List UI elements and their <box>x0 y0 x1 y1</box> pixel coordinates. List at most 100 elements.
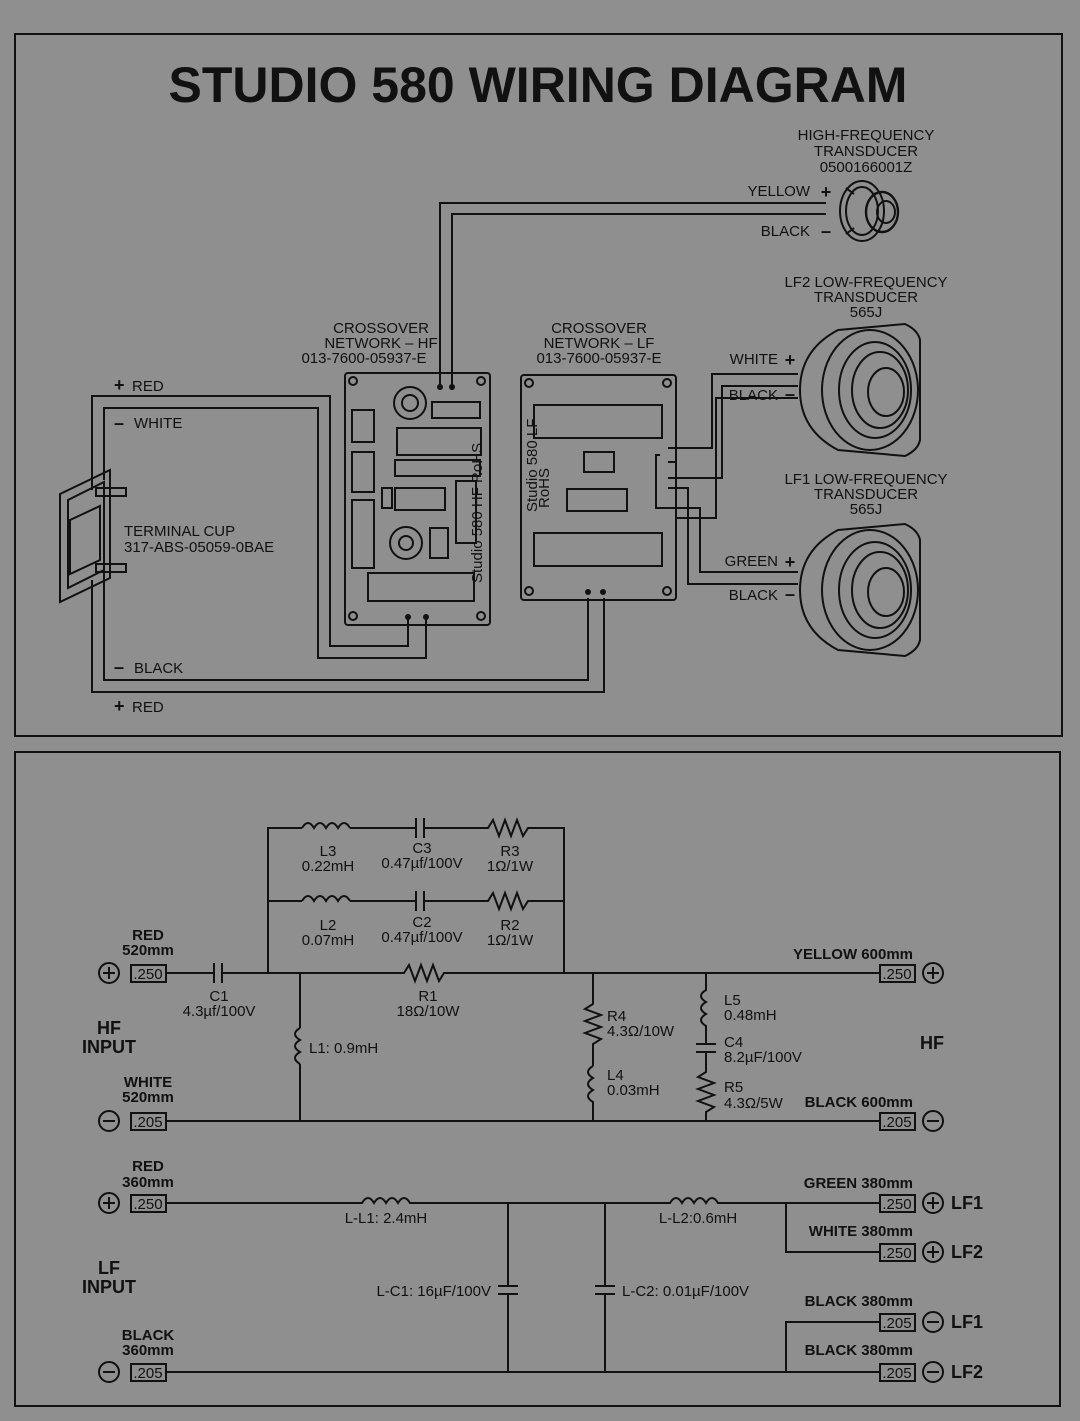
hf-red-terminal <box>130 964 167 983</box>
L1-label: L1: 0.9mH <box>309 1040 378 1057</box>
lf-out-0-terminal <box>879 1194 916 1213</box>
hf-red-term-size: .250 <box>133 966 162 983</box>
lf-out-2-terminal <box>879 1313 916 1332</box>
lf-red-color: RED <box>132 1158 164 1175</box>
lf-speaker-wires <box>655 373 798 585</box>
R3-name: R3 <box>500 843 519 860</box>
lf2-plus-icon <box>922 1241 944 1263</box>
lf2-minus-icon <box>922 1361 944 1383</box>
C1-value: 4.3µf/100V <box>183 1003 256 1020</box>
schematic-panel <box>14 751 1061 1407</box>
lf2-woofer-icon <box>798 322 921 458</box>
lf-out-0-wire: GREEN 380mm <box>804 1175 913 1192</box>
lf-out-3-terminal <box>879 1363 916 1382</box>
hf-black-term-size: .205 <box>882 1114 911 1131</box>
hf-output-plus-icon <box>922 962 944 984</box>
lf-crossover-part: 013-7600-05937-E <box>536 350 661 367</box>
hf-input-line1: HF <box>97 1018 121 1038</box>
lf-out-2-term: .205 <box>882 1315 911 1332</box>
R2-value: 1Ω/1W <box>487 932 534 949</box>
hf-red-length: 520mm <box>122 942 174 959</box>
terminal-cup-label: TERMINAL CUP <box>124 523 235 540</box>
lf-input-plus-icon <box>98 1192 120 1214</box>
lf1-woofer-icon <box>798 522 921 658</box>
lf-out-3-label: LF2 <box>951 1362 983 1382</box>
L2-value: 0.07mH <box>302 932 355 949</box>
C3-name: C3 <box>412 840 431 857</box>
hf-yellow-terminal <box>879 964 916 983</box>
lf-crossover-label-2: NETWORK – LF <box>544 335 655 352</box>
hf-black-wire-label: BLACK 600mm <box>805 1094 913 1111</box>
lf1-label-2: TRANSDUCER <box>814 486 918 503</box>
hf-yellow-wire <box>439 202 826 390</box>
hf-output-label: HF <box>920 1033 944 1053</box>
hf-red-color: RED <box>132 927 164 944</box>
hf-white-length: 520mm <box>122 1089 174 1106</box>
lf1-plus-icon <box>922 1192 944 1214</box>
lf2-plus-sign: + <box>785 350 796 370</box>
lf1-minus-icon <box>922 1311 944 1333</box>
R3-value: 1Ω/1W <box>487 858 534 875</box>
hf-transducer-label-2: TRANSDUCER <box>814 143 918 160</box>
lf-out-2-wire: BLACK 380mm <box>805 1293 913 1310</box>
lf-red-term-size: .250 <box>133 1196 162 1213</box>
hf-main-circuit <box>166 962 880 1122</box>
C4-name: C4 <box>724 1034 743 1051</box>
lf-crossover-board: Studio 580 LF RoHS <box>520 374 677 601</box>
hf-crossover-board: Studio 580 HF RoHS <box>344 372 491 626</box>
lf-red-terminal <box>130 1194 167 1213</box>
hf-white-terminal <box>130 1112 167 1131</box>
hf-yellow-term-size: .250 <box>882 966 911 983</box>
lf-input-line1: LF <box>98 1258 120 1278</box>
term-red-bottom-label: RED <box>132 699 164 716</box>
lf1-green-label: GREEN <box>725 553 778 570</box>
hf-board-text: Studio 580 HF RoHS <box>469 443 486 583</box>
lf-circuit <box>166 1197 880 1373</box>
LC1-label: L-C1: 16µF/100V <box>376 1283 491 1300</box>
term-red-top-label: RED <box>132 378 164 395</box>
hf-plus-sign: + <box>821 182 832 202</box>
lf1-part: 565J <box>850 501 883 518</box>
lf-black-length: 360mm <box>122 1342 174 1359</box>
LL2-label: L-L2:0.6mH <box>659 1210 737 1227</box>
C3-value: 0.47µf/100V <box>381 855 462 872</box>
lf2-part: 565J <box>850 304 883 321</box>
lf-out-0-term: .250 <box>882 1196 911 1213</box>
L4-value: 0.03mH <box>607 1082 660 1099</box>
term-black-minus: – <box>114 657 124 677</box>
lf-board-text: Studio 580 LF <box>524 419 541 512</box>
hf-parallel-branches <box>267 817 565 973</box>
hf-crossover-label-2: NETWORK – HF <box>324 335 437 352</box>
R4-name: R4 <box>607 1008 626 1025</box>
L5-name: L5 <box>724 992 741 1009</box>
term-red-bottom-plus: + <box>114 696 125 716</box>
hf-crossover-label-1: CROSSOVER <box>333 320 429 337</box>
L3-name: L3 <box>320 843 337 860</box>
lf-black-term-size: .205 <box>133 1365 162 1382</box>
lf-out-0-label: LF1 <box>951 1193 983 1213</box>
lf2-white-label: WHITE <box>730 351 778 368</box>
R4-value: 4.3Ω/10W <box>607 1023 675 1040</box>
R5-name: R5 <box>724 1079 743 1096</box>
term-red-top-plus: + <box>114 375 125 395</box>
lf-out-3-term: .205 <box>882 1365 911 1382</box>
C4-value: 8.2µF/100V <box>724 1049 802 1066</box>
R5-value: 4.3Ω/5W <box>724 1095 784 1112</box>
LL1-label: L-L1: 2.4mH <box>345 1210 428 1227</box>
wiring-panel <box>14 33 1063 737</box>
hf-transducer-part: 0500166001Z <box>820 159 913 176</box>
lf-out-3-wire: BLACK 380mm <box>805 1342 913 1359</box>
hf-input-minus-icon <box>98 1110 120 1132</box>
lf-red-length: 360mm <box>122 1174 174 1191</box>
hf-yellow-label: YELLOW <box>747 183 810 200</box>
C2-value: 0.47µf/100V <box>381 929 462 946</box>
terminal-cup-part: 317-ABS-05059-0BAE <box>124 539 274 556</box>
hf-crossover-part: 013-7600-05937-E <box>301 350 426 367</box>
L2-name: L2 <box>320 917 337 934</box>
hf-input-line2: INPUT <box>82 1037 136 1057</box>
hf-transducer-icon <box>839 180 900 242</box>
lf1-plus-sign: + <box>785 552 796 572</box>
lf-black-terminal <box>130 1363 167 1382</box>
L5-value: 0.48mH <box>724 1007 777 1024</box>
